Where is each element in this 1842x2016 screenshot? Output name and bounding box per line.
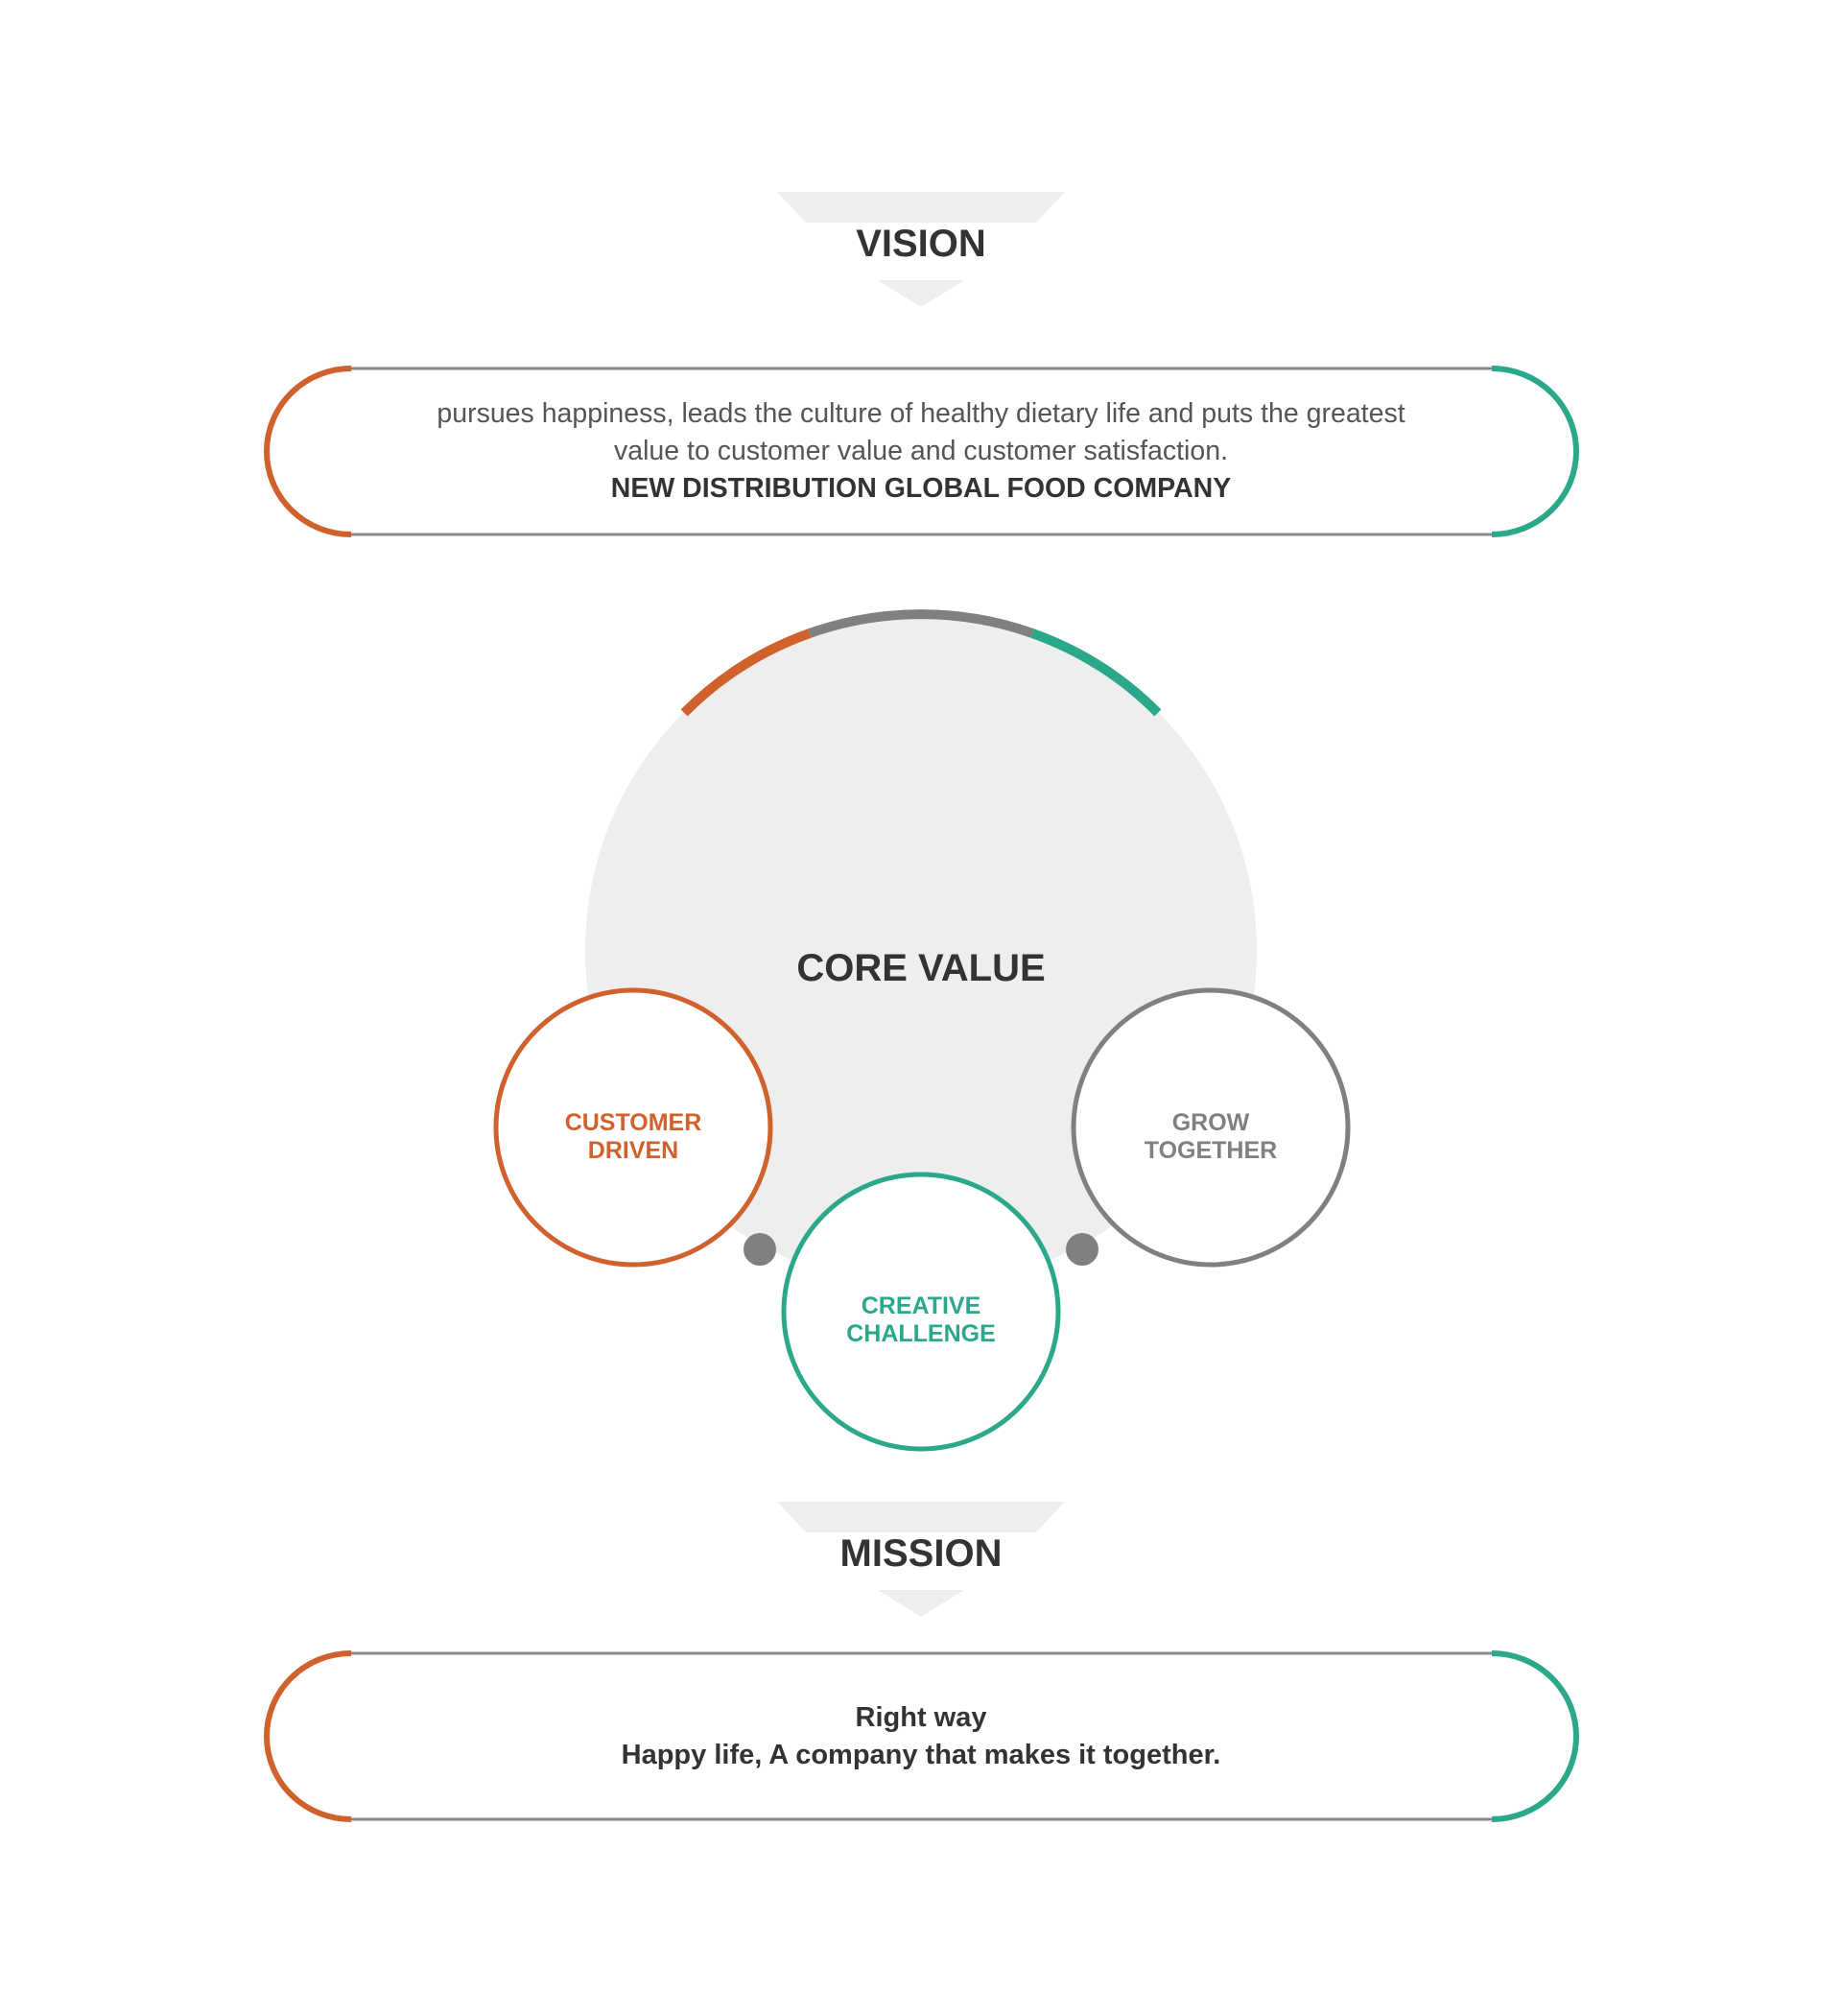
mission-line-2: Happy life, A company that makes it toge…: [621, 1740, 1221, 1770]
customer-driven-label: CUSTOMER DRIVEN: [508, 1109, 758, 1165]
mission-chevron-top: [777, 1502, 1065, 1532]
vision-capsule: [264, 366, 1579, 537]
vision-description-line-1: pursues happiness, leads the culture of …: [437, 398, 1405, 429]
creative-challenge-circle: [781, 1172, 1061, 1452]
connector-dot-right: [1066, 1233, 1098, 1266]
vision-chevron-top: [777, 192, 1065, 223]
core-value-top-arc: [680, 609, 1162, 717]
creative-challenge-label-line-1: CREATIVE: [861, 1293, 981, 1319]
vision-title: VISION: [856, 223, 986, 265]
mission-line-1: Right way: [855, 1702, 987, 1733]
mission-title: MISSION: [839, 1532, 1003, 1575]
mission-capsule: [264, 1650, 1579, 1822]
grow-together-label-line-2: TOGETHER: [1144, 1137, 1278, 1164]
vision-chevron-bottom: [878, 280, 964, 307]
grow-together-label-line-1: GROW: [1171, 1109, 1250, 1136]
customer-driven-label-line-2: DRIVEN: [587, 1137, 679, 1164]
creative-challenge-label-line-2: CHALLENGE: [846, 1320, 996, 1347]
vision-company-name: NEW DISTRIBUTION GLOBAL FOOD COMPANY: [610, 473, 1232, 504]
core-value-title: CORE VALUE: [796, 947, 1046, 989]
grow-together-circle: [1071, 987, 1351, 1268]
creative-challenge-label: CREATIVE CHALLENGE: [796, 1293, 1046, 1348]
customer-driven-circle: [493, 987, 773, 1268]
customer-driven-label-line-1: CUSTOMER: [564, 1109, 702, 1136]
grow-together-label: GROW TOGETHER: [1086, 1109, 1335, 1165]
mission-chevron-bottom: [878, 1590, 964, 1617]
connector-dot-left: [744, 1233, 776, 1266]
vision-description-line-2: value to customer value and customer sat…: [614, 436, 1228, 466]
